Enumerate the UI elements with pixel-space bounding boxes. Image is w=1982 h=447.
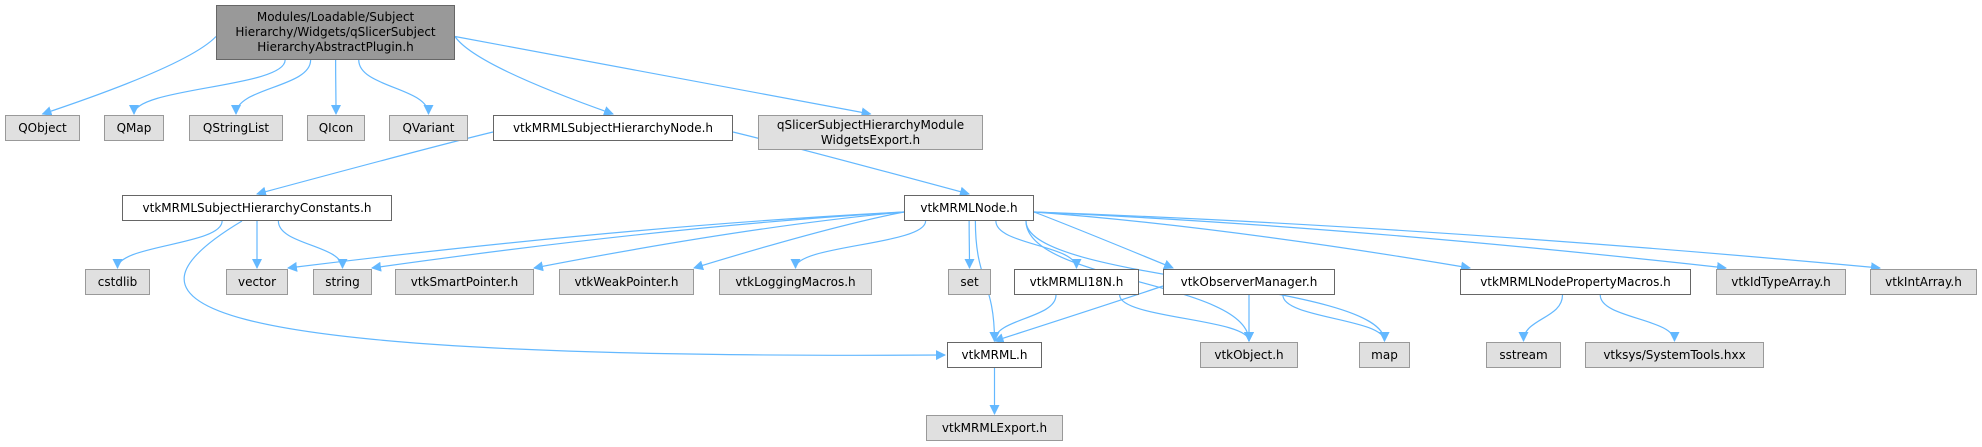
node-vtkobject[interactable]: vtkObject.h <box>1200 342 1298 368</box>
edge-observer-to-map <box>1282 294 1390 342</box>
edge-mrmlnode-to-vector <box>287 211 905 272</box>
node-sstream[interactable]: sstream <box>1486 342 1561 368</box>
node-vector[interactable]: vector <box>226 269 288 295</box>
node-qmap[interactable]: QMap <box>104 115 164 141</box>
node-intarray[interactable]: vtkIntArray.h <box>1870 269 1977 295</box>
node-qvariant[interactable]: QVariant <box>389 115 468 141</box>
edge-mrmlnode-to-i18n <box>995 220 1082 269</box>
edge-mrmlnode-to-idtype <box>1033 211 1727 272</box>
edge-root-to-qsexport <box>454 35 872 118</box>
edge-root-to-qvariant <box>358 59 434 115</box>
node-weakptr[interactable]: vtkWeakPointer.h <box>559 269 694 295</box>
node-cstdlib[interactable]: cstdlib <box>85 269 150 295</box>
edge-mrmlnode-to-intarray <box>1033 211 1881 273</box>
node-qobject[interactable]: QObject <box>5 115 80 141</box>
node-map[interactable]: map <box>1359 342 1410 368</box>
edge-shnode-to-mrmlnode <box>732 131 970 197</box>
edge-i18n-to-vtkobject <box>1119 294 1254 342</box>
node-mrmlexport[interactable]: vtkMRMLExport.h <box>926 415 1063 441</box>
node-propmacros[interactable]: vtkMRMLNodePropertyMacros.h <box>1460 269 1691 295</box>
node-i18n[interactable]: vtkMRMLI18N.h <box>1014 269 1139 295</box>
edge-shnode-to-shconst <box>256 131 494 197</box>
edge-mrmlnode-to-observer <box>1033 211 1174 270</box>
node-string[interactable]: string <box>313 269 372 295</box>
edge-mrmlnode-to-weakptr <box>693 211 905 271</box>
edge-mrmlnode-to-string <box>371 211 905 272</box>
node-qstringlist[interactable]: QStringList <box>189 115 283 141</box>
edge-shconst-to-string <box>277 220 348 269</box>
node-qicon[interactable]: QIcon <box>307 115 365 141</box>
edge-mrmlnode-to-propmacros <box>1033 211 1471 272</box>
edge-mrmlnode-to-smartptr <box>533 211 905 272</box>
node-shconst[interactable]: vtkMRMLSubjectHierarchyConstants.h <box>122 195 392 221</box>
node-qsexport[interactable]: qSlicerSubjectHierarchyModule WidgetsExp… <box>758 115 983 150</box>
edge-shconst-to-cstdlib <box>112 220 223 269</box>
node-shnode[interactable]: vtkMRMLSubjectHierarchyNode.h <box>493 115 733 141</box>
edge-mrmlnode-to-logging <box>790 220 927 269</box>
edge-propmacros-to-sstream <box>1518 294 1564 342</box>
edge-root-to-qobject <box>41 36 217 116</box>
edge-propmacros-to-systools <box>1599 294 1680 342</box>
edge-root-to-shnode <box>454 36 614 116</box>
node-mrmlnode[interactable]: vtkMRMLNode.h <box>904 195 1034 221</box>
node-set[interactable]: set <box>948 269 991 295</box>
node-systools[interactable]: vtksys/SystemTools.hxx <box>1585 342 1764 368</box>
node-observer[interactable]: vtkObserverManager.h <box>1163 269 1335 295</box>
node-logging[interactable]: vtkLoggingMacros.h <box>719 269 872 295</box>
edge-root-to-qstringlist <box>231 59 312 115</box>
edge-i18n-to-mrml <box>989 294 1057 342</box>
node-root: Modules/Loadable/Subject Hierarchy/Widge… <box>216 5 455 60</box>
node-mrml[interactable]: vtkMRML.h <box>947 342 1042 368</box>
edge-shconst-to-mrml <box>183 220 946 361</box>
edge-root-to-qmap <box>129 59 286 115</box>
node-smartptr[interactable]: vtkSmartPointer.h <box>395 269 534 295</box>
edge-observer-to-mrml <box>993 285 1164 343</box>
node-idtype[interactable]: vtkIdTypeArray.h <box>1716 269 1846 295</box>
